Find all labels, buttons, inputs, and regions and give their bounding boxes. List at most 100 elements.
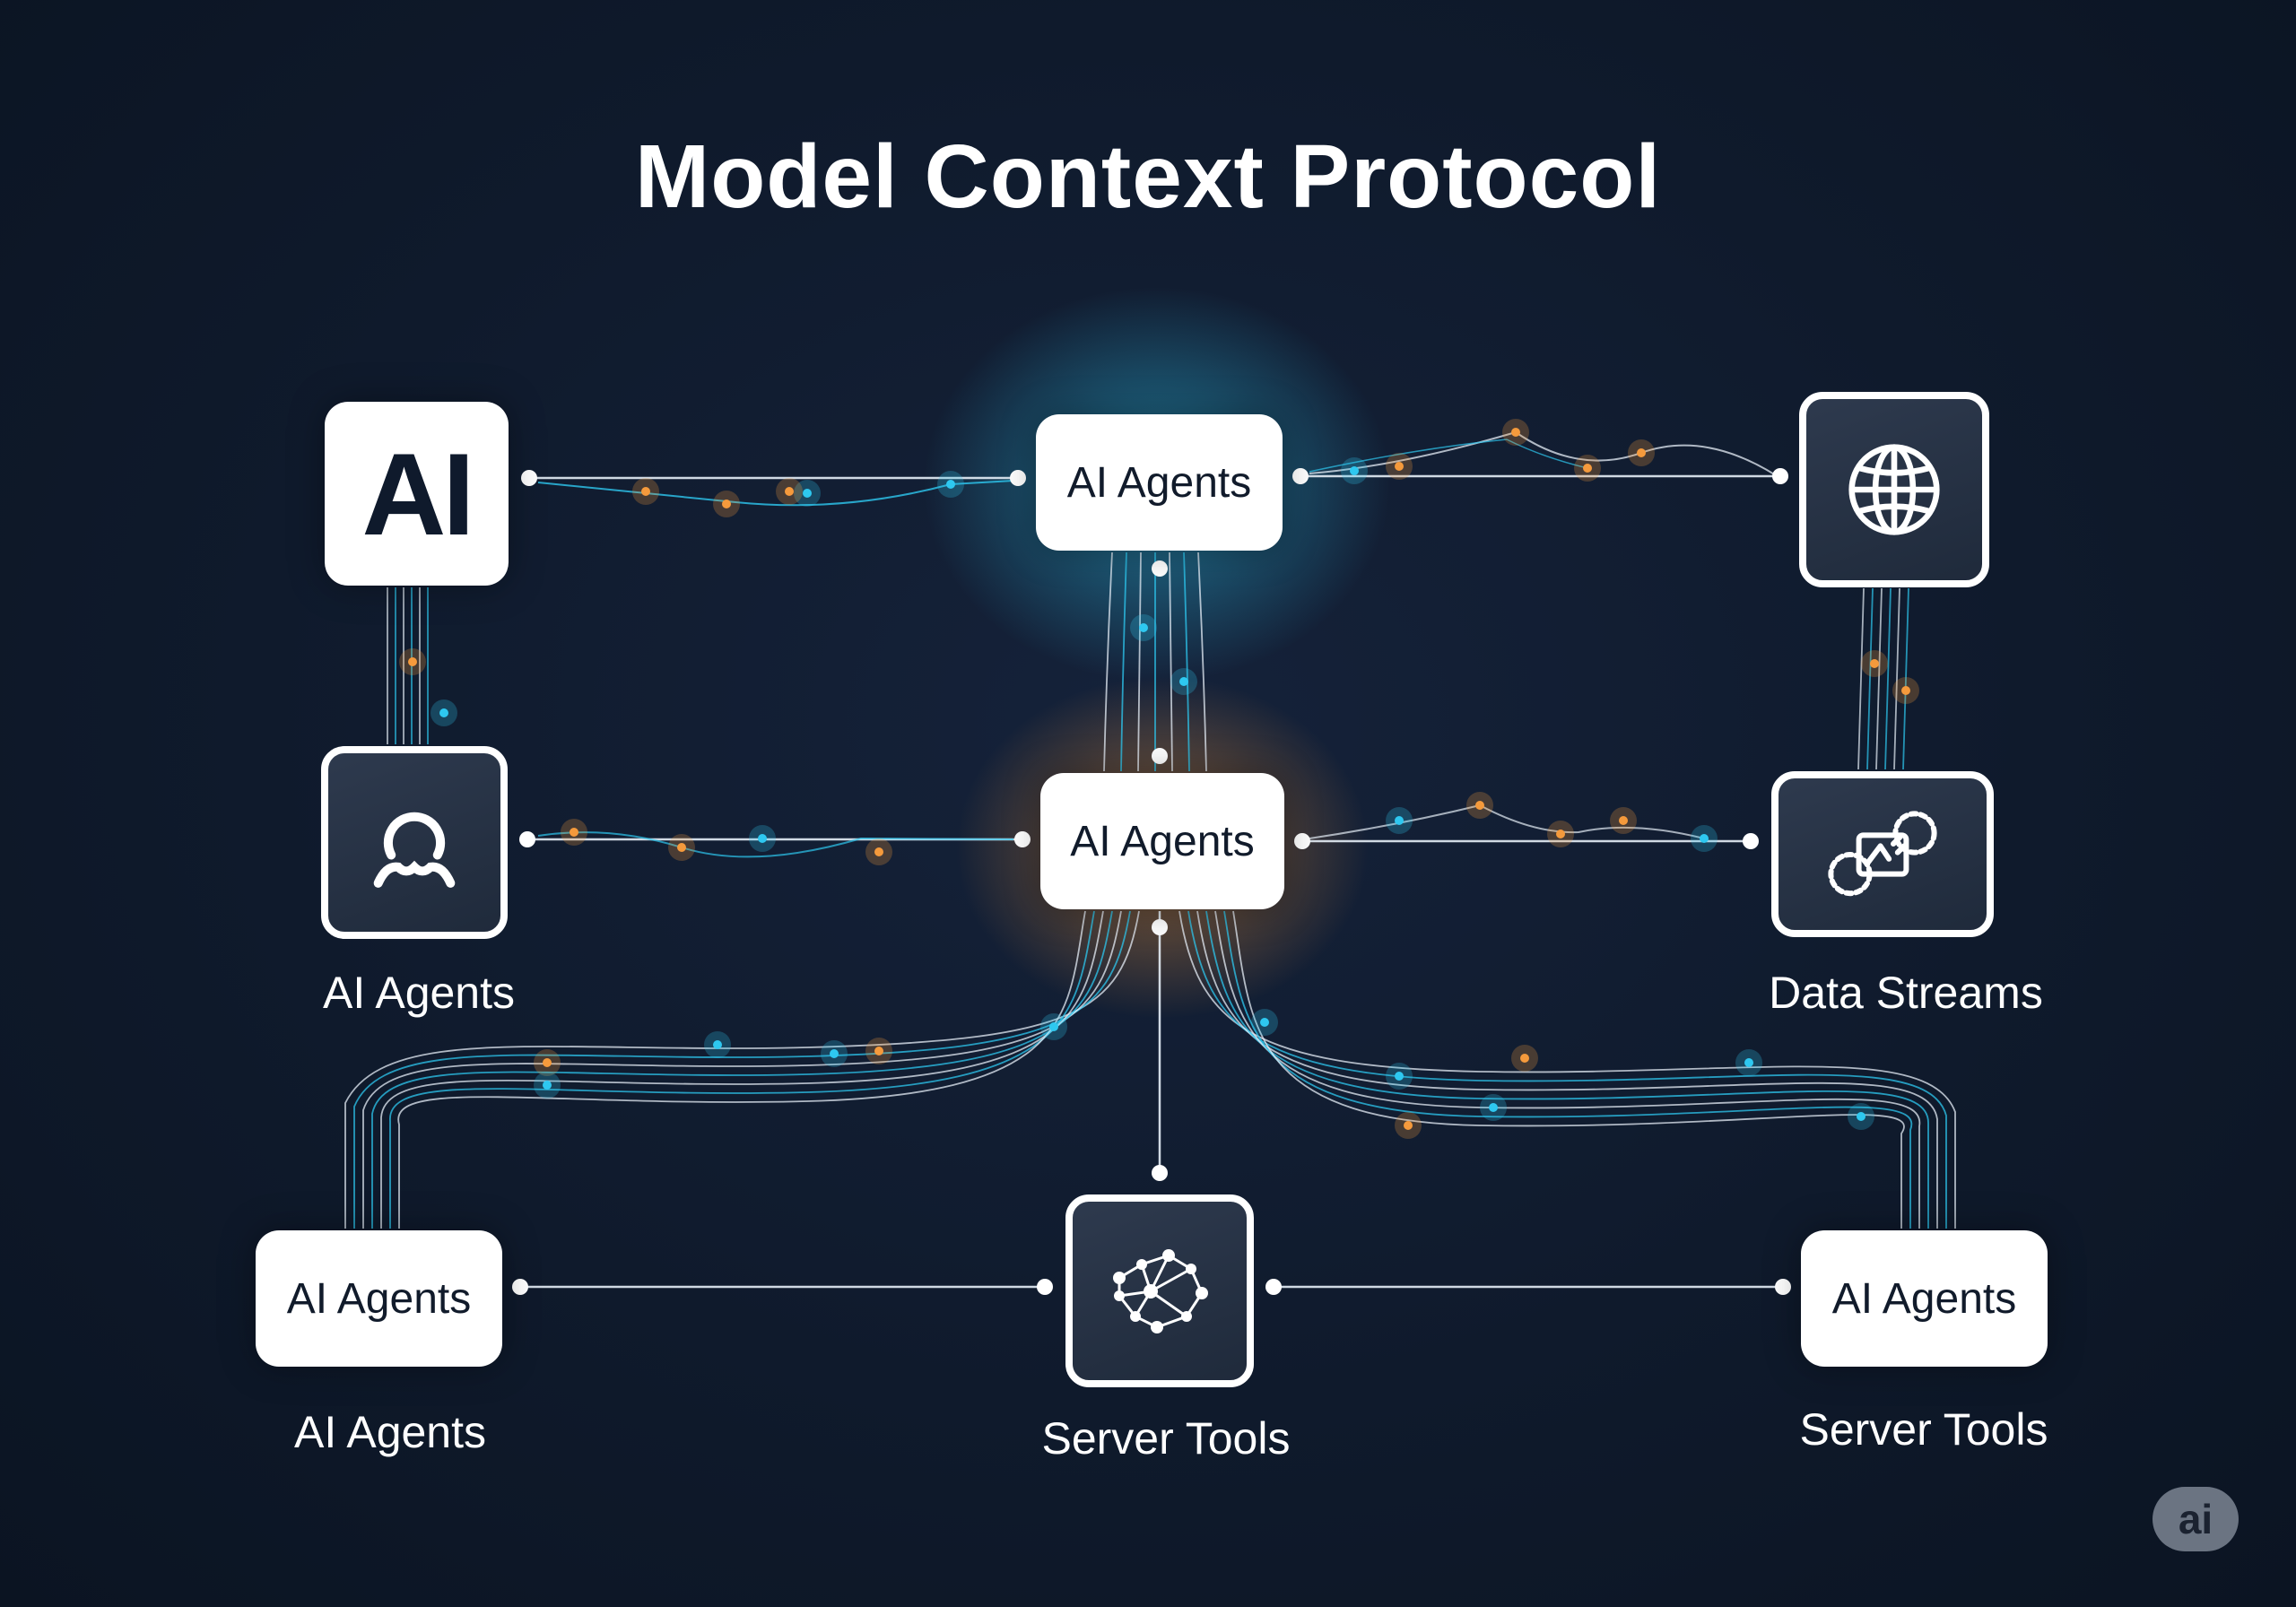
node-mid-center-ai-agents[interactable]: AI Agents bbox=[1040, 773, 1284, 909]
connector-dot bbox=[1743, 833, 1759, 849]
sparkle bbox=[1350, 466, 1359, 475]
connector-dot bbox=[521, 470, 537, 486]
sparkle bbox=[1179, 677, 1188, 686]
vertical-wire bbox=[1893, 587, 1900, 770]
connector-dot bbox=[1775, 1279, 1791, 1295]
connector-dots bbox=[512, 468, 1791, 1295]
sparkle bbox=[1049, 1022, 1058, 1031]
vertical-wire bbox=[1866, 587, 1874, 770]
vertical-wire bbox=[1197, 552, 1207, 772]
vertical-wire bbox=[1137, 552, 1142, 772]
sweep-right bbox=[1232, 910, 1905, 1229]
vertical-wire bbox=[1103, 552, 1113, 772]
connector-dot bbox=[512, 1279, 528, 1295]
signal-trace bbox=[537, 480, 1014, 507]
agent-icon bbox=[373, 812, 456, 888]
connector-dot bbox=[1294, 833, 1310, 849]
sparkle bbox=[408, 657, 417, 666]
sparkle bbox=[1395, 1072, 1404, 1081]
sparkle bbox=[722, 499, 731, 508]
node-label: AI Agents bbox=[1831, 1274, 2017, 1323]
vertical-wire bbox=[1875, 587, 1883, 770]
vertical-wire bbox=[1902, 587, 1909, 770]
signal-trace bbox=[1309, 430, 1777, 476]
sparkle bbox=[677, 843, 686, 852]
node-label: AI Agents bbox=[1070, 817, 1255, 865]
sweep-right bbox=[1196, 910, 1938, 1229]
sweep-right bbox=[1223, 910, 1913, 1229]
page-title: Model Context Protocol bbox=[634, 126, 1662, 227]
sparkle bbox=[570, 828, 578, 837]
sweep-left bbox=[389, 910, 1095, 1229]
connector-dot bbox=[1152, 748, 1168, 764]
vertical-wire bbox=[1857, 587, 1865, 770]
sweep-right bbox=[1178, 910, 1956, 1229]
sparkle bbox=[1395, 816, 1404, 825]
connector-dot bbox=[519, 831, 535, 847]
connector-dot bbox=[1037, 1279, 1053, 1295]
sweep-right bbox=[1205, 910, 1929, 1229]
sparkle bbox=[1744, 1058, 1753, 1067]
sparkle bbox=[1901, 686, 1910, 695]
node-mid-left-agent[interactable] bbox=[321, 746, 508, 939]
connector-dot bbox=[1010, 470, 1026, 486]
sweep-left bbox=[362, 910, 1122, 1229]
sparkle bbox=[830, 1049, 839, 1058]
signal-trace bbox=[537, 831, 1014, 858]
wires bbox=[344, 430, 1956, 1289]
data-flow-icon bbox=[1828, 810, 1937, 896]
node-bottom-center-network[interactable] bbox=[1065, 1194, 1254, 1387]
sparkle bbox=[1870, 659, 1879, 668]
sparkle bbox=[1475, 801, 1484, 810]
sparkle bbox=[758, 834, 767, 843]
connector-dot bbox=[1292, 468, 1309, 484]
node-mid-right-data-flow[interactable] bbox=[1771, 771, 1994, 937]
sparkle bbox=[1556, 830, 1565, 838]
signal-trace bbox=[1309, 439, 1588, 473]
sparkle bbox=[439, 708, 448, 717]
node-bottom-right-ai-agents[interactable]: AI Agents bbox=[1801, 1230, 2048, 1367]
node-label: AI Agents bbox=[1066, 458, 1252, 507]
connector-dot bbox=[1014, 831, 1031, 847]
bottom-right-caption: Server Tools bbox=[1799, 1404, 2048, 1455]
connector-dot bbox=[1265, 1279, 1282, 1295]
ai-logo-text: AI bbox=[361, 428, 475, 560]
connector-dot bbox=[1152, 919, 1168, 935]
mid-left-caption: AI Agents bbox=[322, 968, 516, 1018]
node-top-left-ai[interactable]: AI bbox=[325, 402, 509, 586]
sparkle bbox=[1139, 623, 1148, 632]
bottom-center-caption: Server Tools bbox=[1041, 1413, 1291, 1464]
sparkles bbox=[399, 419, 1919, 1139]
node-top-right-globe[interactable] bbox=[1799, 392, 1989, 587]
connector-dot bbox=[1152, 1165, 1168, 1181]
sparkle bbox=[1520, 1054, 1529, 1063]
sweep-right bbox=[1187, 910, 1947, 1229]
ai-badge: ai bbox=[2152, 1487, 2239, 1551]
sparkle bbox=[1395, 462, 1404, 471]
vertical-wire bbox=[1169, 552, 1173, 772]
vertical-wire bbox=[1884, 587, 1892, 770]
sweep-left bbox=[353, 910, 1131, 1229]
vertical-wire bbox=[1120, 552, 1127, 772]
sweep-left bbox=[397, 910, 1086, 1229]
sparkle bbox=[1583, 464, 1592, 473]
node-top-center-ai-agents[interactable]: AI Agents bbox=[1036, 414, 1283, 551]
node-bottom-left-ai-agents[interactable]: AI Agents bbox=[256, 1230, 502, 1367]
sparkle bbox=[874, 1047, 883, 1055]
sparkle bbox=[1619, 816, 1628, 825]
sparkle bbox=[641, 487, 650, 496]
sparkle bbox=[713, 1040, 722, 1049]
connector-dot bbox=[1152, 560, 1168, 577]
bottom-left-caption: AI Agents bbox=[293, 1407, 487, 1457]
sparkle bbox=[785, 487, 794, 496]
sparkle bbox=[1260, 1018, 1269, 1027]
sparkle bbox=[1857, 1112, 1866, 1121]
sweep-left bbox=[371, 910, 1113, 1229]
sparkle bbox=[1511, 428, 1520, 437]
sweep-left bbox=[380, 910, 1104, 1229]
sparkle bbox=[1404, 1121, 1413, 1130]
sparkle bbox=[874, 847, 883, 856]
sparkle bbox=[1637, 448, 1646, 457]
